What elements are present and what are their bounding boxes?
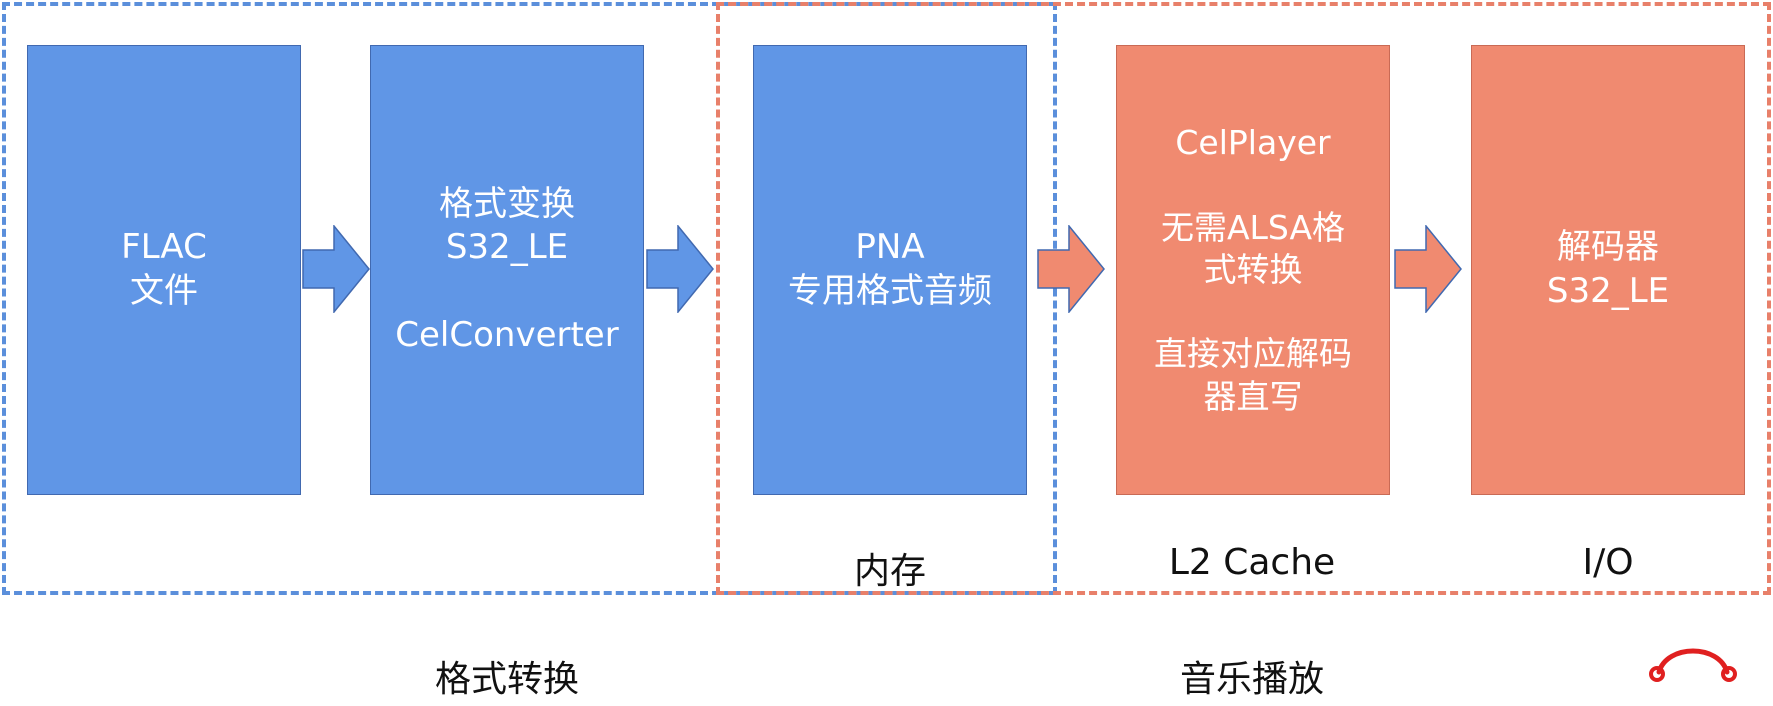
decoder-box: 解码器 S32_LE: [1471, 45, 1745, 495]
flac-file-label: FLAC 文件: [121, 227, 207, 311]
format-conversion-caption: 格式转换: [434, 659, 580, 700]
format-conversion-region: [2, 2, 1057, 595]
arrow-right-icon: [1037, 225, 1105, 313]
pna-format-box: PNA 专用格式音频: [753, 45, 1027, 495]
flac-file-box: FLAC 文件: [27, 45, 301, 495]
celplayer-box: CelPlayer 无需ALSA格 式转换 直接对应解码 器直写: [1116, 45, 1390, 495]
decoder-label: 解码器 S32_LE: [1546, 227, 1670, 311]
memory-label: 内存: [853, 551, 927, 592]
pna-format-label: PNA 专用格式音频: [788, 227, 992, 311]
format-convert-label: 格式变换 S32_LE CelConverter: [395, 183, 619, 355]
headphones-logo-icon: [1649, 648, 1737, 682]
arrow-right-icon: [302, 225, 370, 313]
celplayer-label: CelPlayer 无需ALSA格 式转换 直接对应解码 器直写: [1154, 123, 1352, 416]
io-label: I/O: [1582, 542, 1634, 583]
music-playback-caption: 音乐播放: [1179, 659, 1325, 700]
music-playback-region: [716, 2, 1771, 595]
format-convert-box: 格式变换 S32_LE CelConverter: [370, 45, 644, 495]
l2-cache-label: L2 Cache: [1168, 542, 1336, 583]
arrow-right-icon: [1394, 225, 1462, 313]
arrow-right-icon: [646, 225, 714, 313]
